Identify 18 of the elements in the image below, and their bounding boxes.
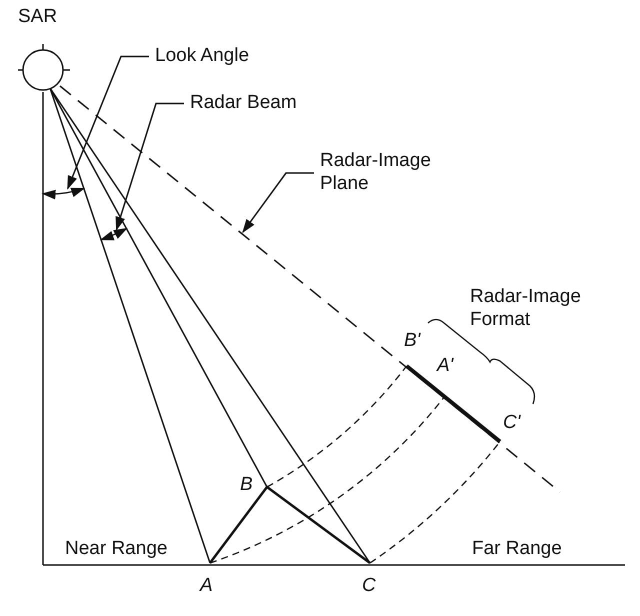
point-label: A	[200, 575, 213, 598]
point-label: C'	[503, 412, 520, 435]
leader-line	[242, 172, 314, 234]
node-label: Look Angle	[155, 45, 250, 68]
look-angle-dimension-line	[42, 187, 86, 199]
node-label: Radar-Image Plane	[320, 150, 432, 196]
format-label: Radar-Image Format	[470, 286, 582, 332]
point-label: C	[362, 575, 376, 598]
node-label: Radar Beam	[190, 92, 297, 115]
node-label: SAR	[18, 6, 58, 29]
point-label: A'	[437, 355, 454, 378]
beam-width-dimension-line	[100, 228, 128, 240]
leader-line	[67, 56, 149, 190]
point-label: B	[240, 474, 253, 497]
point-label: B'	[404, 330, 420, 353]
leader-line	[116, 102, 184, 231]
range-label: Far Range	[472, 538, 562, 561]
range-label: Near Range	[65, 538, 168, 561]
